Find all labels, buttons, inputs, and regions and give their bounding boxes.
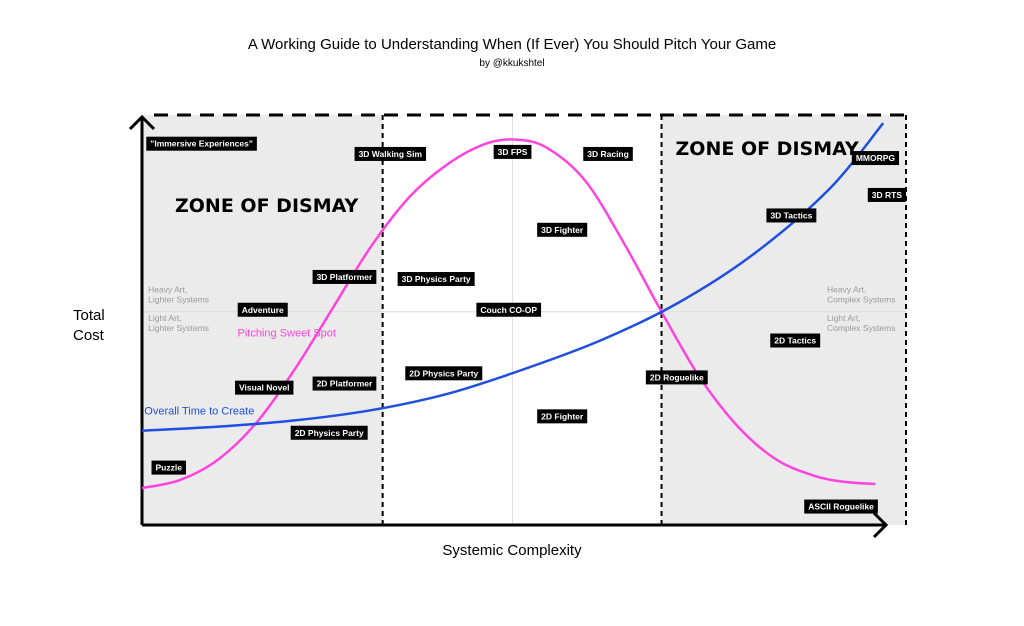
genre-tag-box <box>537 222 588 237</box>
genre-tag: 3D Tactics <box>766 208 817 223</box>
genre-tag: Adventure <box>237 302 288 317</box>
dismay-zone-2 <box>661 115 906 525</box>
genre-tag: 3D Walking Sim <box>354 146 427 161</box>
genre-tag-box <box>312 269 377 284</box>
genre-tag: 2D Tactics <box>770 333 821 348</box>
band-label-line: Lighter Systems <box>148 323 209 333</box>
genre-tag: 3D RTS <box>867 187 907 202</box>
band-label-2: Light Art,Lighter Systems <box>148 313 209 333</box>
genre-tag: Puzzle <box>151 460 186 475</box>
genre-tag-label: 2D Tactics <box>774 336 816 346</box>
genre-tag-label: Adventure <box>242 305 284 315</box>
genre-tag: ASCII Roguelike <box>804 499 878 514</box>
genre-tag-label: ASCII Roguelike <box>808 502 874 512</box>
genre-tag: 3D Fighter <box>537 222 588 237</box>
chart-subtitle: by @kkukshtel <box>479 58 545 69</box>
genre-tag-label: Puzzle <box>156 463 183 473</box>
band-label-line: Complex Systems <box>827 295 896 305</box>
genre-tag: 2D Roguelike <box>645 370 708 385</box>
series-line-overall-time-to-create <box>141 122 885 432</box>
genre-tag-box <box>770 333 821 348</box>
genre-tag-label: 3D Platformer <box>317 272 373 282</box>
y-axis-label: Total Cost <box>73 306 123 346</box>
series-label-pitching-sweet-spot: Pitching Sweet Spot <box>238 327 336 339</box>
genre-tag-label: 3D FPS <box>498 147 528 157</box>
genre-tag-box <box>151 460 186 475</box>
band-label-line: Lighter Systems <box>148 295 209 305</box>
genre-tag-label: Couch CO-OP <box>480 305 537 315</box>
genre-tag-box <box>237 302 288 317</box>
genre-tag-box <box>645 370 708 385</box>
band-label-3: Heavy Art,Complex Systems <box>827 285 896 305</box>
band-label-line: Complex Systems <box>827 323 896 333</box>
genre-tag-box <box>476 302 542 317</box>
genre-tag-label: 3D Racing <box>587 149 629 159</box>
genre-tag-label: 3D Walking Sim <box>359 149 423 159</box>
genre-tag-box <box>851 151 900 166</box>
genre-tag: 2D Fighter <box>537 409 588 424</box>
genre-tag-box <box>537 409 588 424</box>
genre-tag-label: 2D Physics Party <box>409 368 478 378</box>
genre-tag: 3D Platformer <box>312 269 377 284</box>
dismay-zone-title-2: ZONE OF DISMAY <box>676 138 859 160</box>
genre-tag-label: 3D Tactics <box>770 210 812 220</box>
genre-tag-label: 2D Fighter <box>541 411 584 421</box>
genre-tag-box <box>235 380 294 395</box>
genre-tag-label: MMORPG <box>856 153 896 163</box>
series-label-overall-time-to-create: Overall Time to Create <box>144 405 254 417</box>
genre-tag-label: 3D Fighter <box>541 225 584 235</box>
y-axis-label-text: Total Cost <box>73 307 105 344</box>
x-axis-arrow <box>872 511 889 539</box>
genre-tag-box <box>312 376 377 391</box>
dismay-zone-1 <box>142 115 383 525</box>
genre-tag: 2D Physics Party <box>290 425 368 440</box>
genre-tag-label: "Immersive Experiences" <box>150 139 253 149</box>
genre-tag: Visual Novel <box>235 380 294 395</box>
genre-tag-box <box>397 272 475 286</box>
genre-tag-box <box>766 208 817 223</box>
genre-tag-box <box>405 366 483 381</box>
genre-tag: 2D Physics Party <box>405 366 483 381</box>
genre-tag: 3D Physics Party <box>397 272 475 286</box>
chart-title: A Working Guide to Understanding When (I… <box>247 36 777 53</box>
genre-tag: "Immersive Experiences" <box>146 136 257 151</box>
x-axis-label: Systemic Complexity <box>442 542 582 559</box>
genre-tag-label: 3D Physics Party <box>402 274 471 284</box>
series-line-pitching-sweet-spot <box>141 138 876 490</box>
genre-tag-box <box>493 144 532 159</box>
band-label-1: Heavy Art,Lighter Systems <box>148 285 209 305</box>
band-label-line: Heavy Art, <box>148 285 187 295</box>
genre-tag-box <box>354 146 427 161</box>
genre-tag-label: 2D Platformer <box>317 379 373 389</box>
genre-tag: Couch CO-OP <box>476 302 542 317</box>
genre-tag-label: 3D RTS <box>872 190 903 200</box>
dismay-zone-title-1: ZONE OF DISMAY <box>175 195 358 217</box>
genre-tag-label: Visual Novel <box>239 383 289 393</box>
genre-tag: 3D FPS <box>493 144 532 159</box>
band-label-line: Light Art, <box>148 313 182 323</box>
band-label-line: Light Art, <box>827 313 861 323</box>
genre-tag-label: 2D Physics Party <box>295 428 364 438</box>
band-label-4: Light Art,Complex Systems <box>827 313 896 333</box>
genre-tag-box <box>583 146 633 161</box>
genre-tag: 2D Platformer <box>312 376 377 391</box>
genre-tag-box <box>804 499 878 514</box>
genre-tag: MMORPG <box>851 151 900 166</box>
genre-tag-box <box>867 187 907 202</box>
y-axis-arrow <box>128 114 156 131</box>
genre-tag-box <box>290 425 368 440</box>
genre-tag: 3D Racing <box>583 146 633 161</box>
genre-tag-label: 2D Roguelike <box>650 372 704 382</box>
genre-tag-box <box>146 136 257 151</box>
band-label-line: Heavy Art, <box>827 285 866 295</box>
